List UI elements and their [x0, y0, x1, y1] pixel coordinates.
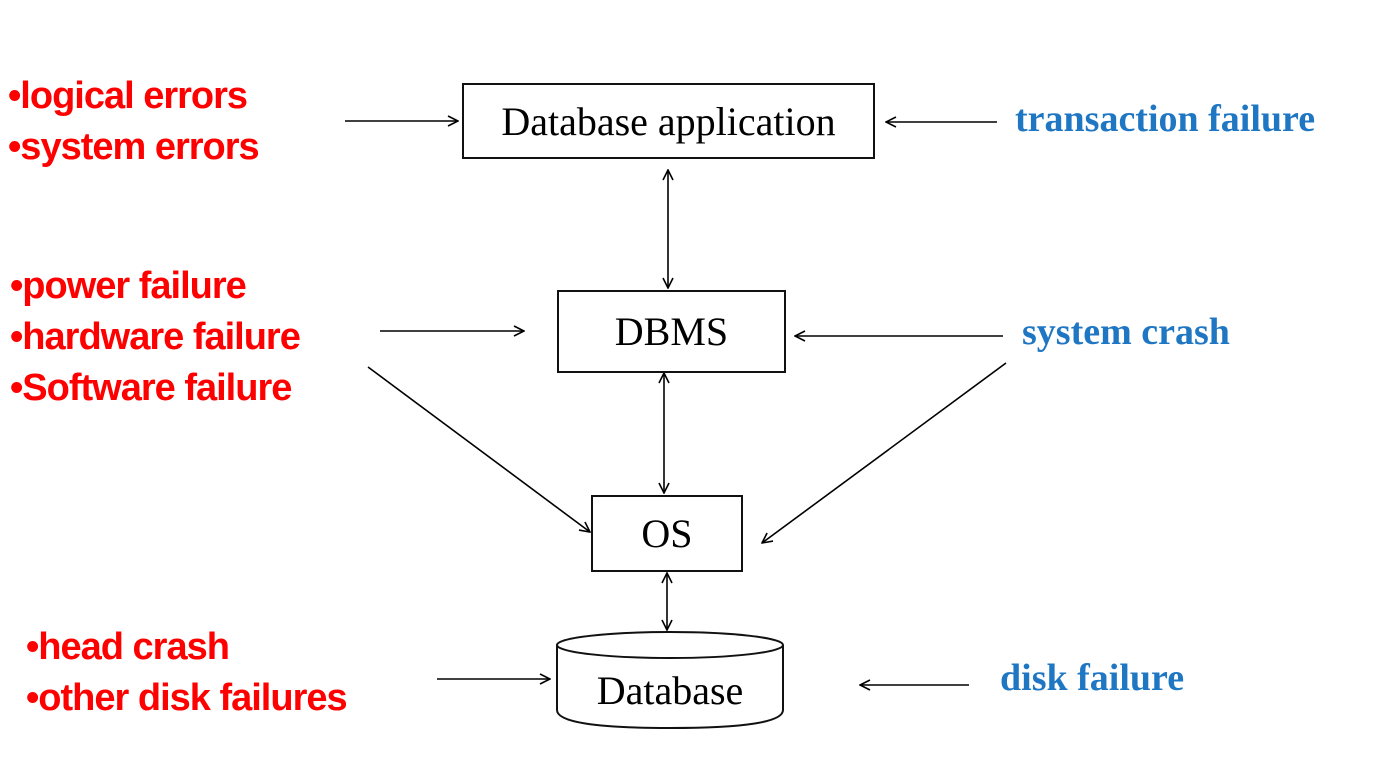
- dbms-box: DBMS: [557, 290, 786, 373]
- database-application-box: Database application: [462, 83, 875, 159]
- cause-hardware-failure: •hardware failure: [10, 316, 301, 358]
- cause-head-crash: •head crash: [26, 626, 230, 668]
- system-causes: •power failure •hardware failure •Softwa…: [10, 261, 301, 414]
- transaction-failure-label: transaction failure: [1015, 98, 1316, 140]
- dbms-label: DBMS: [614, 309, 729, 354]
- transaction-causes: •logical errors •system errors: [8, 71, 260, 173]
- cause-power-failure: •power failure: [10, 265, 247, 307]
- cause-software-failure: •Software failure: [10, 367, 292, 409]
- system-crash-label: system crash: [1022, 311, 1230, 353]
- disk-causes: •head crash •other disk failures: [26, 622, 348, 724]
- system-crash-os-arrow: [762, 362, 1007, 543]
- cause-logical-errors: •logical errors: [8, 75, 248, 117]
- database-cylinder: [556, 631, 784, 730]
- os-box: OS: [591, 495, 743, 572]
- cause-other-disk-failures: •other disk failures: [26, 677, 348, 719]
- disk-failure-label: disk failure: [1000, 657, 1185, 699]
- os-label: OS: [641, 511, 693, 556]
- cause-system-errors: •system errors: [8, 126, 260, 168]
- database-label: Database: [596, 668, 744, 713]
- database-application-label: Database application: [501, 98, 836, 144]
- system-cause-os-arrow: [367, 366, 590, 532]
